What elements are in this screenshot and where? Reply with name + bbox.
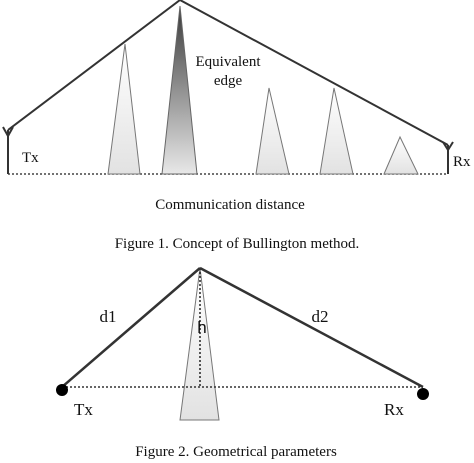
d2-label: d2: [312, 307, 329, 326]
rx-antenna-icon: [442, 141, 454, 174]
rx-point: [417, 388, 429, 400]
ray-tx-to-edge: [7, 0, 181, 131]
d1-label: d1: [100, 307, 117, 326]
fig2-tx-label: Tx: [74, 400, 93, 419]
figure-2: d1 d2 h Tx Rx Figure 2. Geometrical para…: [56, 266, 429, 460]
tx-label: Tx: [22, 150, 39, 166]
tx-antenna-icon: [2, 126, 14, 174]
d1-line: [61, 267, 201, 388]
d2-line: [199, 266, 424, 389]
equivalent-edge-label-line1: Equivalent: [196, 54, 262, 70]
figure2-caption: Figure 2. Geometrical parameters: [135, 444, 337, 460]
figure1-caption: Figure 1. Concept of Bullington method.: [115, 236, 360, 252]
tx-point: [56, 384, 68, 396]
h-label: h: [197, 318, 206, 337]
equivalent-edge-label-line2: edge: [214, 73, 243, 89]
ray-edge-to-rx: [179, 0, 449, 146]
obstacle-5: [383, 135, 419, 175]
equivalent-edge-obstacle: [161, 5, 198, 175]
rx-label: Rx: [453, 154, 471, 170]
communication-distance-label: Communication distance: [155, 197, 305, 213]
figure-1: Tx Rx Equivalent edge Communication dist…: [2, 0, 471, 252]
obstacle-4: [319, 87, 354, 175]
obstacle-1: [107, 43, 141, 175]
fig2-rx-label: Rx: [384, 400, 404, 419]
obstacle-3: [255, 87, 290, 175]
